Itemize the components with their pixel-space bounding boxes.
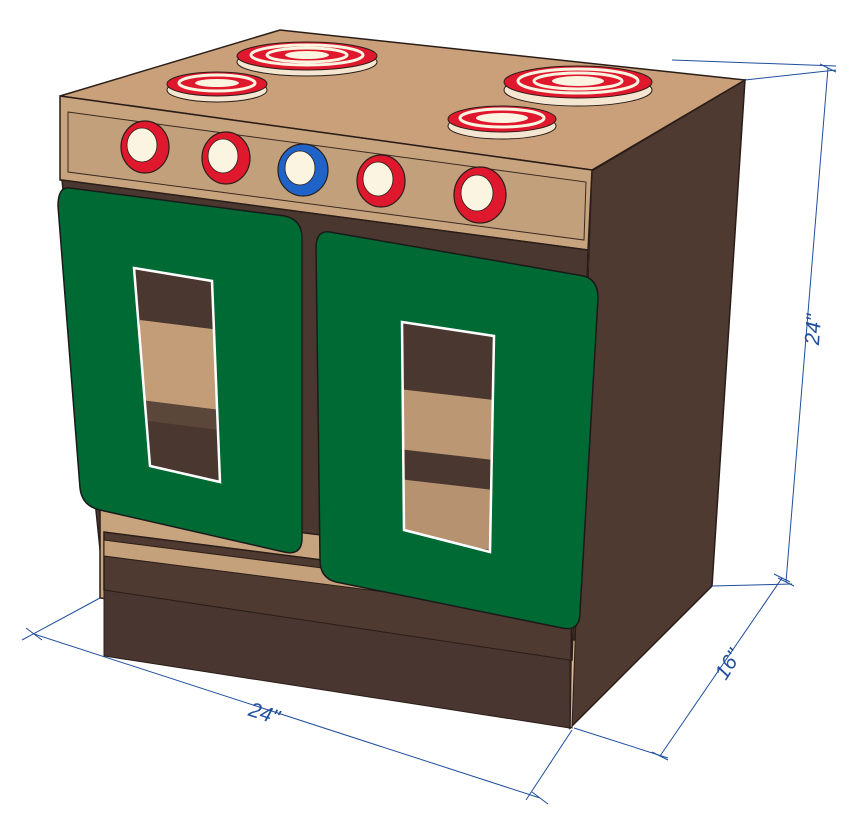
back-right-burner [503, 65, 653, 107]
knob-2 [201, 131, 251, 185]
burners [166, 41, 653, 140]
knob-5 [453, 166, 507, 224]
height-dimension-line [785, 67, 829, 583]
side-panel [569, 78, 746, 730]
base-bottom [103, 589, 571, 729]
width-label: 24" [245, 698, 284, 730]
depth-extension-top [711, 583, 793, 587]
knob-center-blue [277, 143, 329, 197]
depth-extension [573, 727, 669, 759]
width-extension-right [525, 729, 573, 801]
left-oven-door [57, 187, 303, 554]
right-oven-door [315, 231, 599, 630]
width-dimension-line [33, 633, 541, 799]
depth-label: 16" [711, 644, 748, 684]
dimension-lines [21, 59, 837, 805]
knob-4 [356, 154, 406, 208]
height-label: 24" [801, 312, 826, 347]
depth-dimension-line [659, 577, 783, 757]
knob-1 [120, 120, 170, 174]
front-left-burner [166, 71, 268, 103]
left-door-window [132, 266, 222, 484]
back-left-burner [236, 41, 378, 77]
right-door-window [400, 320, 496, 554]
front-right-burner [447, 105, 557, 140]
width-extension-left [21, 597, 101, 641]
knobs [120, 120, 507, 224]
height-extension-top [744, 69, 837, 81]
height-extension-top2 [671, 59, 837, 67]
